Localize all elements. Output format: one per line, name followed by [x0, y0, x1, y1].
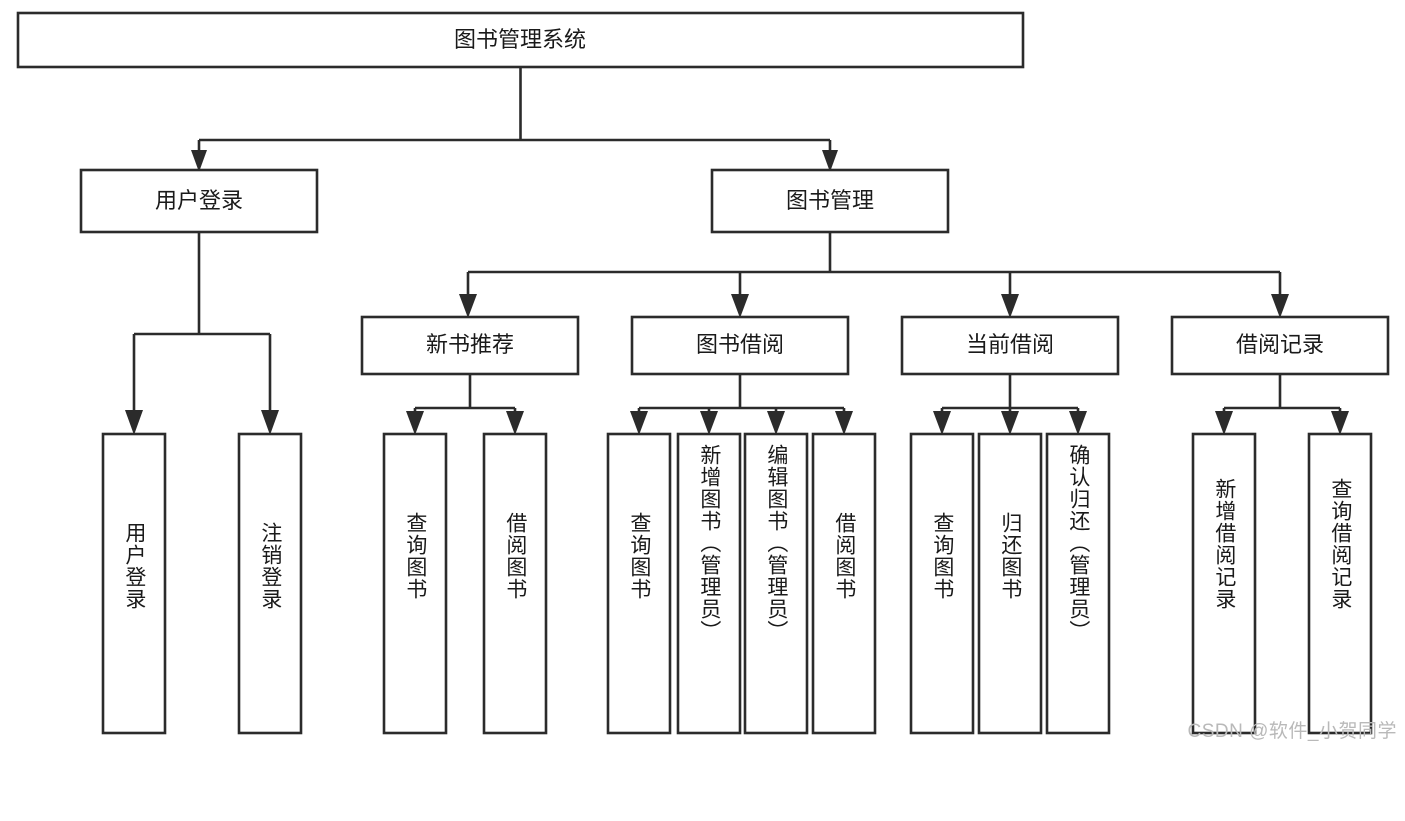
node-borrow-record-box[interactable]	[1170, 315, 1390, 376]
arrowhead-to-leaf-confirm-return	[1069, 411, 1087, 435]
node-leaf-add-record-box[interactable]	[1191, 432, 1257, 735]
arrowhead-to-leaf-edit-book	[767, 411, 785, 435]
node-book-borrow-box[interactable]	[630, 315, 850, 376]
node-layer: 图书管理系统 用户登录 图书管理 新书推荐 图书借阅 当前借阅 借阅记录	[16, 11, 1390, 735]
node-user-login-box[interactable]	[79, 168, 319, 234]
node-leaf-query-book-1-box[interactable]	[382, 432, 448, 735]
arrowhead-to-leaf-return-book	[1001, 411, 1019, 435]
node-leaf-borrow-book-2-box[interactable]	[811, 432, 877, 735]
connector-layer	[125, 67, 1349, 435]
node-borrow-record-label: 借阅记录	[1236, 332, 1324, 357]
arrowhead-to-book-borrow	[731, 294, 749, 318]
node-leaf-edit-book-box[interactable]	[743, 432, 809, 735]
node-current-borrow-box[interactable]	[900, 315, 1120, 376]
node-new-book-recommend-box[interactable]	[360, 315, 580, 376]
node-new-book-recommend-label: 新书推荐	[426, 332, 514, 357]
node-leaf-query-record-box[interactable]	[1307, 432, 1373, 735]
node-leaf-query-book-3-box[interactable]	[909, 432, 975, 735]
node-leaf-borrow-book-1-box[interactable]	[482, 432, 548, 735]
diagram-canvas: 图书管理系统 用户登录 图书管理 新书推荐 图书借阅 当前借阅 借阅记录	[16, 11, 1397, 742]
connector-user-login-bus	[132, 232, 272, 412]
arrowhead-to-current-borrow	[1001, 294, 1019, 318]
node-leaf-confirm-return-box[interactable]	[1045, 432, 1111, 735]
node-leaf-add-book-box[interactable]	[676, 432, 742, 735]
node-leaf-query-book-2-box[interactable]	[606, 432, 672, 735]
arrowhead-to-borrow-record	[1271, 294, 1289, 318]
node-root-label: 图书管理系统	[454, 27, 586, 52]
arrowhead-to-leaf-query-book-3	[933, 411, 951, 435]
arrowhead-to-leaf-query-book-2	[630, 411, 648, 435]
arrowhead-to-leaf-borrow-book-1	[506, 411, 524, 435]
arrowhead-to-leaf-user-logout	[261, 410, 279, 435]
node-leaf-user-logout-box[interactable]	[237, 432, 303, 735]
node-user-login-label: 用户登录	[155, 188, 243, 213]
connector-book-manage-bus	[466, 232, 1282, 296]
csdn-watermark: CSDN @软件_小贺同学	[1187, 721, 1397, 742]
arrowhead-to-leaf-add-book	[700, 411, 718, 435]
node-leaf-user-login-box[interactable]	[101, 432, 167, 735]
node-root-box[interactable]	[16, 11, 1025, 69]
node-book-manage-box[interactable]	[710, 168, 950, 234]
arrowhead-to-leaf-user-login	[125, 410, 143, 435]
arrowhead-to-leaf-add-record	[1215, 411, 1233, 435]
node-book-manage-label: 图书管理	[786, 188, 874, 213]
node-current-borrow-label: 当前借阅	[966, 332, 1054, 357]
connector-root-to-level2-bus	[197, 67, 832, 160]
arrowhead-to-new-book-recommend	[459, 294, 477, 318]
arrowhead-to-leaf-query-book-1	[406, 411, 424, 435]
node-leaf-return-book-box[interactable]	[977, 432, 1043, 735]
connector-new-book-recommend-bus	[413, 374, 517, 416]
arrowhead-to-user-login	[191, 150, 207, 172]
arrowhead-to-leaf-borrow-book-2	[835, 411, 853, 435]
connector-current-borrow-bus	[940, 374, 1080, 416]
connector-book-borrow-bus	[637, 374, 846, 416]
arrowhead-to-book-manage	[822, 150, 838, 172]
node-book-borrow-label: 图书借阅	[696, 332, 784, 357]
arrowhead-to-leaf-query-record	[1331, 411, 1349, 435]
connector-borrow-record-bus	[1222, 374, 1342, 416]
tree-diagram-svg: 图书管理系统 用户登录 图书管理 新书推荐 图书借阅 当前借阅 借阅记录	[16, 11, 1390, 735]
